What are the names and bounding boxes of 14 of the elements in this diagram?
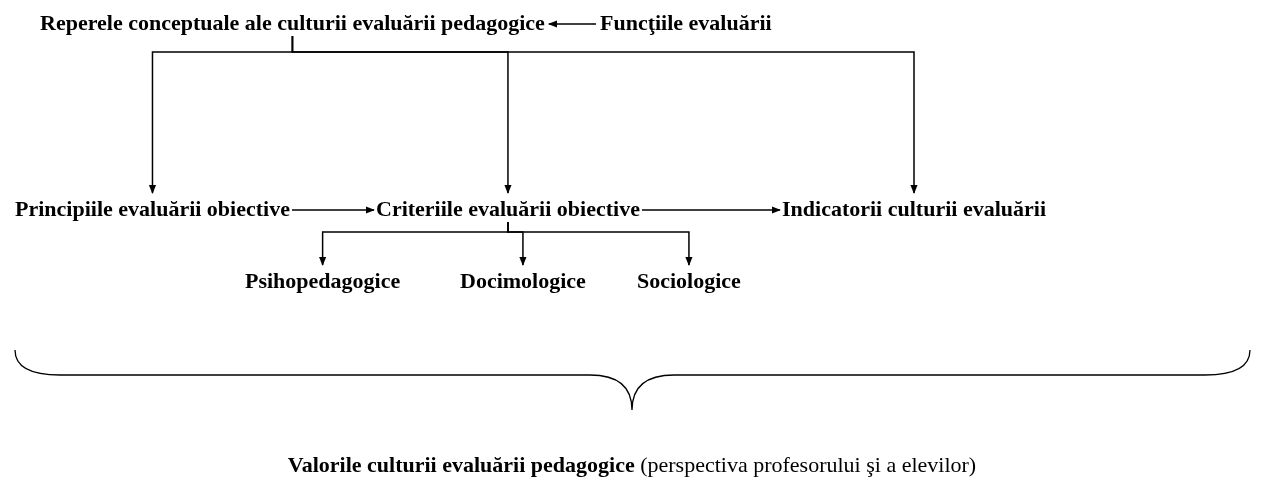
arrow [507,221,693,266]
node-text: Criteriile evaluării obiective [376,196,640,222]
node-text: Reperele conceptuale ale culturii evaluării pedagogice [40,10,545,36]
node-text: Funcţiile evaluării [600,10,772,36]
node-text: Principiile evaluării obiective [15,196,290,222]
node-text: Valorile culturii evaluării pedagogice (perspectiva profesorului şi a elevilor) [287,452,977,478]
node-text: Psihopedagogice [245,268,401,294]
node-text: Docimologice [460,268,586,294]
node-text: Indicatorii culturii evaluării [782,196,1046,222]
arrow [291,35,918,194]
arrow [641,206,781,214]
node-text: Sociologice [637,268,741,294]
arrow [548,20,597,28]
arrow [291,206,375,214]
